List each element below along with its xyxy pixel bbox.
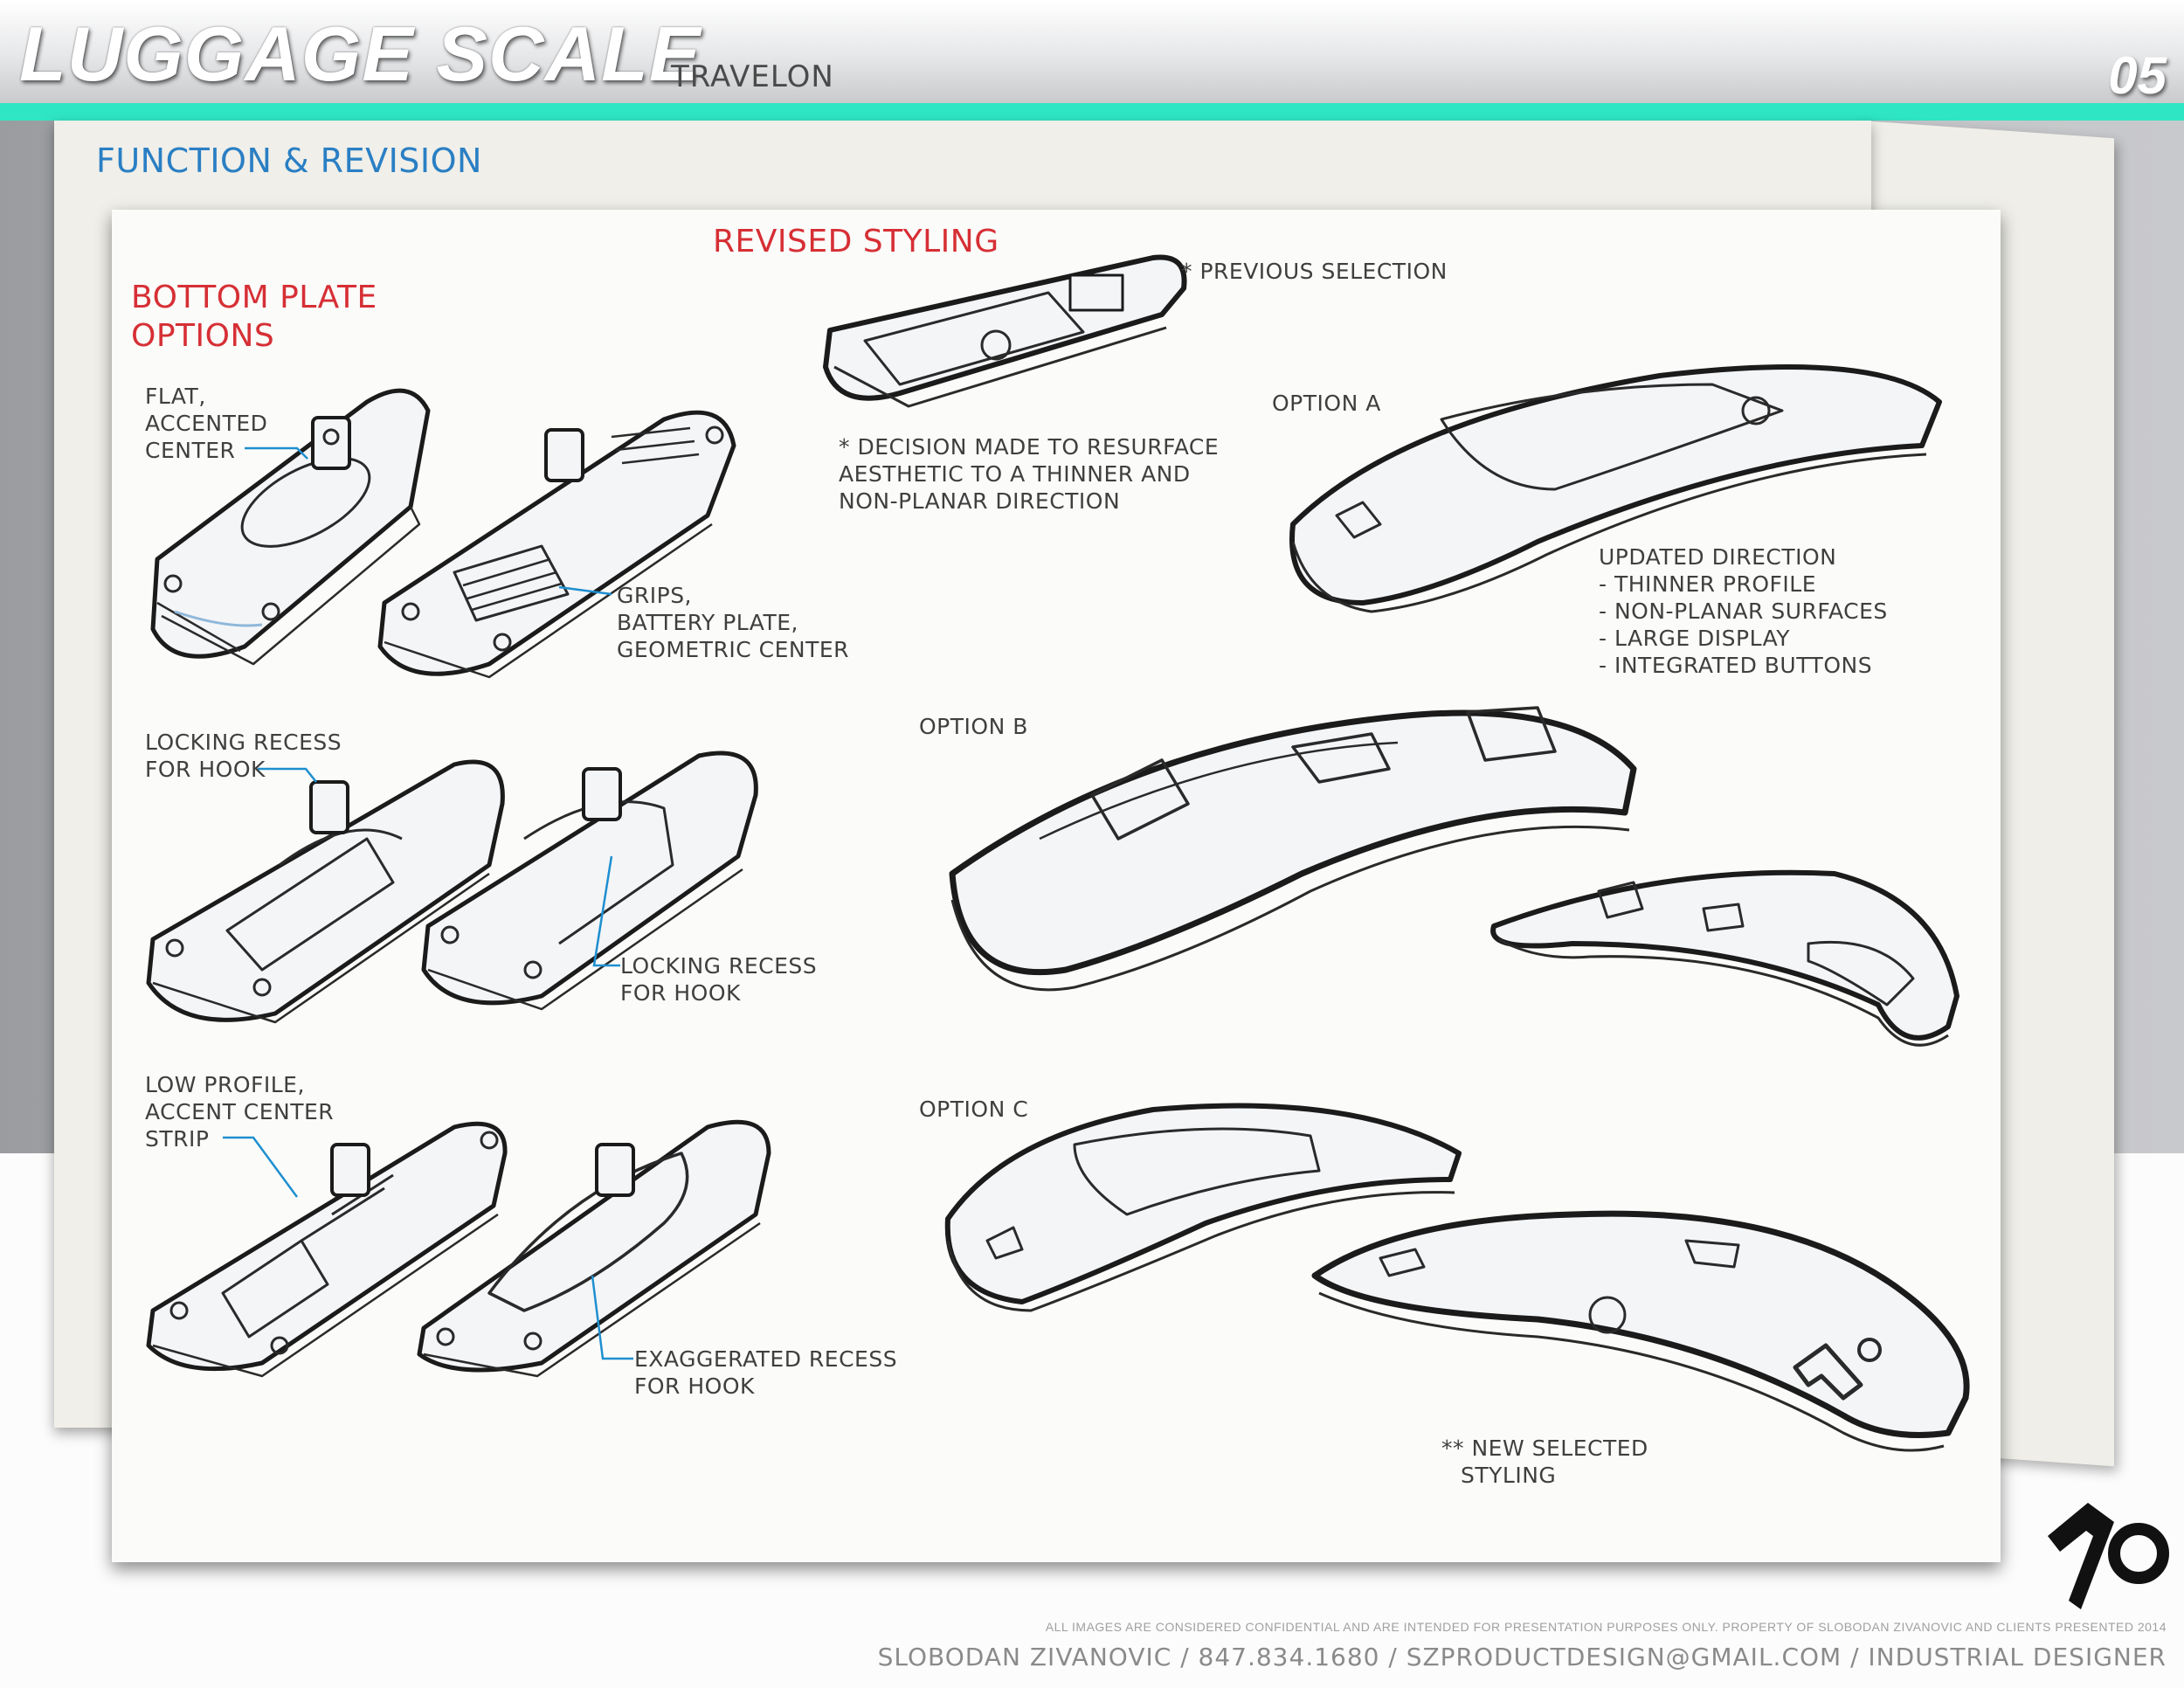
sketch-plate-locking-recess-2	[421, 751, 758, 1011]
footer-contact: SLOBODAN ZIVANOVIC / 847.834.1680 / SZPR…	[877, 1643, 2167, 1671]
note-low-profile: LOW PROFILE, ACCENT CENTER STRIP	[145, 1072, 335, 1152]
sketch-option-b-secondary	[1490, 869, 1959, 1047]
page-number: 05	[2108, 46, 2167, 105]
leader-lines	[223, 446, 633, 1360]
footer-disclaimer: ALL IMAGES ARE CONSIDERED CONFIDENTIAL A…	[1045, 1620, 2167, 1634]
note-locking-recess-2: LOCKING RECESS FOR HOOK	[620, 953, 818, 1006]
bottom-plate-heading-2: OPTIONS	[131, 318, 275, 354]
header-bar: LUGGAGE SCALE TRAVELON 05	[0, 0, 2184, 105]
bottom-plate-heading-1: BOTTOM PLATE	[131, 280, 377, 315]
sketch-option-b-main	[949, 706, 1637, 992]
note-previous-selection: * PREVIOUS SELECTION	[1181, 259, 1448, 284]
note-decision: * DECISION MADE TO RESURFACE AESTHETIC T…	[839, 434, 1220, 514]
note-locking-recess-1: LOCKING RECESS FOR HOOK	[145, 730, 342, 782]
sketch-plate-exaggerated-recess	[417, 1119, 771, 1378]
sz-logo-icon	[2048, 1503, 2169, 1609]
accent-stripe	[0, 103, 2184, 121]
sketch-option-c-first	[944, 1103, 1462, 1312]
sketch-plate-low-profile	[146, 1121, 508, 1378]
sketch-option-a	[1289, 364, 1942, 613]
sketch-plate-grips	[377, 410, 736, 679]
note-flat-accented: FLAT, ACCENTED CENTER	[145, 384, 268, 463]
page-subtitle: TRAVELON	[671, 59, 834, 94]
note-new-selected: ** NEW SELECTED STYLING	[1441, 1435, 1648, 1488]
section-title: FUNCTION & REVISION	[96, 142, 482, 180]
label-option-b: OPTION B	[919, 714, 1028, 739]
note-exaggerated-recess: EXAGGERATED RECESS FOR HOOK	[634, 1346, 898, 1399]
revised-styling-heading: REVISED STYLING	[713, 224, 999, 259]
page-title: LUGGAGE SCALE	[19, 10, 702, 97]
note-grips: GRIPS, BATTERY PLATE, GEOMETRIC CENTER	[617, 583, 850, 662]
sketch-plate-flat-accented	[150, 388, 431, 666]
label-option-c: OPTION C	[919, 1097, 1029, 1122]
label-option-a: OPTION A	[1272, 391, 1381, 416]
sketch-option-c-selected	[1311, 1210, 1970, 1452]
note-updated-direction: UPDATED DIRECTION - THINNER PROFILE - NO…	[1599, 544, 1888, 678]
sketch-previous-selection	[823, 254, 1187, 408]
sketch-plate-locking-recess-1	[146, 759, 505, 1024]
